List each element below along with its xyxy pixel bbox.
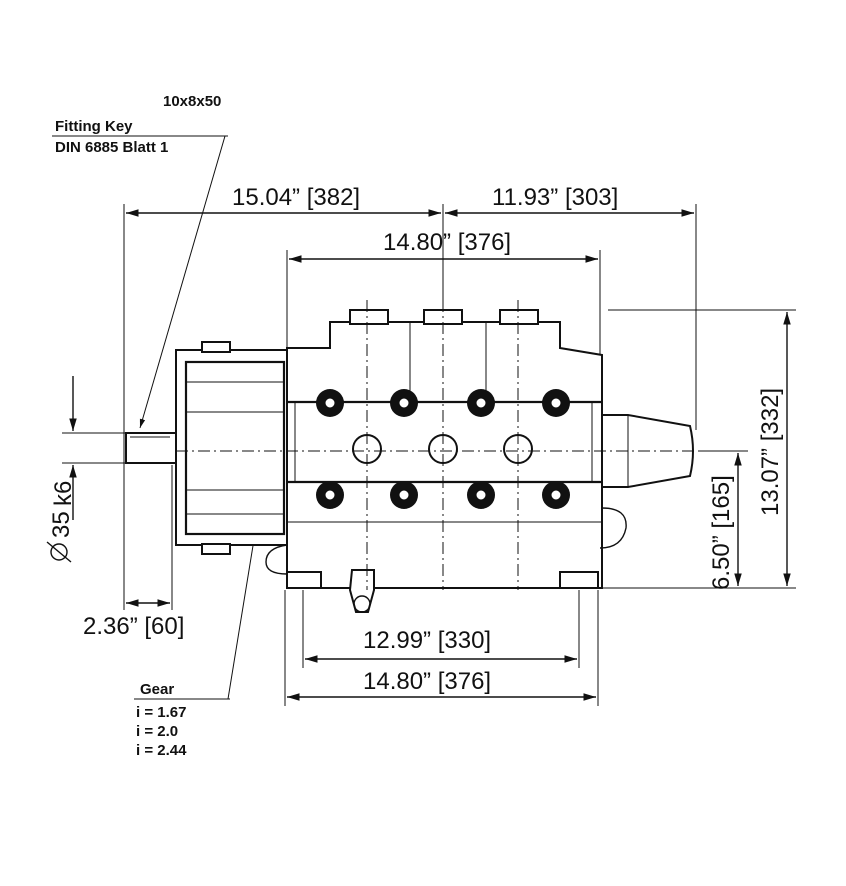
drive-shaft xyxy=(125,432,177,464)
dimension-head-width: 14.80” [376] xyxy=(286,229,601,370)
shaft-to-center-value: 15.04” [382] xyxy=(232,184,360,211)
center-to-end-value: 11.93” [303] xyxy=(492,184,618,211)
bolt-row-top xyxy=(316,389,570,417)
head-width-value: 14.80” [376] xyxy=(383,229,511,256)
dimension-total-height: 13.07” [332] xyxy=(600,309,796,589)
gear-ratio-1: i = 1.67 xyxy=(136,704,186,721)
foot-spacing-value: 12.99” [330] xyxy=(363,627,491,654)
gearbox xyxy=(175,349,289,546)
foot-right xyxy=(559,571,599,589)
valve-cap-3 xyxy=(499,309,539,325)
drain-valve xyxy=(348,569,375,613)
dimension-center-to-end: 11.93” [303] xyxy=(445,184,697,430)
dimension-foot-spacing: 12.99” [330] xyxy=(302,590,580,668)
fitting-key-size-label: 10x8x50 xyxy=(163,93,221,110)
gear-ratio-2: i = 2.0 xyxy=(136,723,178,740)
center-lines xyxy=(176,300,700,590)
side-bracket xyxy=(265,544,288,575)
gear-ratio-3: i = 2.44 xyxy=(136,742,187,759)
pump-body xyxy=(125,309,694,613)
shaft-length-value: 2.36” [60] xyxy=(83,613,184,640)
dimension-shaft-height: 6.50” [165] xyxy=(700,450,748,590)
foot-left xyxy=(286,571,322,589)
shaft-diameter-value: 35 xyxy=(48,511,75,538)
fitting-key-title-label: Fitting Key xyxy=(55,118,133,135)
bolt-row-bottom xyxy=(316,481,570,509)
shaft-tolerance-value: k6 xyxy=(50,481,77,506)
dimension-shaft-to-center: 15.04” [382] xyxy=(123,184,444,610)
shaft-height-value: 6.50” [165] xyxy=(708,475,735,590)
hose xyxy=(599,507,627,549)
fitting-key-standard-label: DIN 6885 Blatt 1 xyxy=(55,139,168,156)
valve-cap-1 xyxy=(349,309,389,325)
base-width-value: 14.80” [376] xyxy=(363,668,491,695)
fitting-key-leader-line xyxy=(139,135,226,429)
dimension-shaft-length: 2.36” [60] xyxy=(83,465,184,640)
dimension-base-width: 14.80” [376] xyxy=(284,590,599,706)
gear-title-label: Gear xyxy=(140,681,174,698)
total-height-value: 13.07” [332] xyxy=(757,388,784,516)
dimension-shaft-diameter: 35 k6 xyxy=(46,376,128,563)
